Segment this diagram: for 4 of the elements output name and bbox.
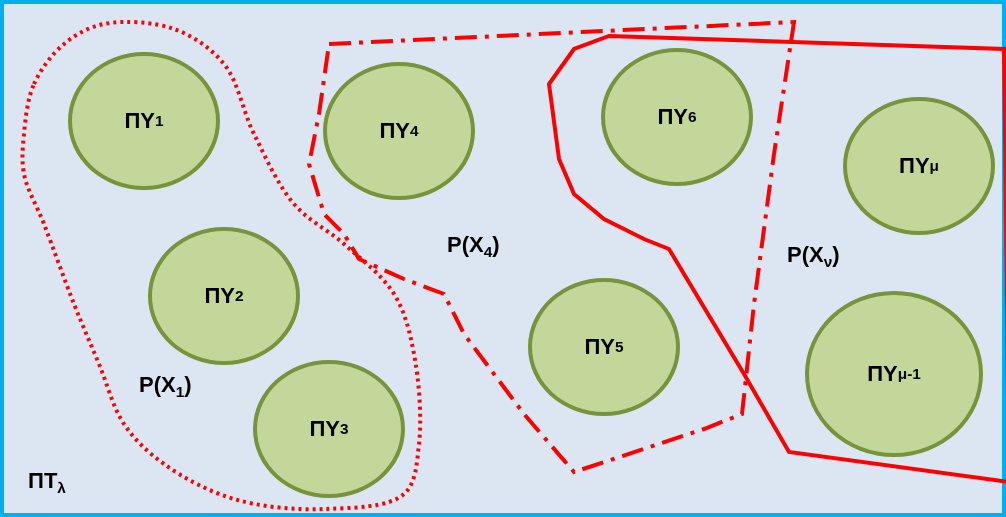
frame-label: ΠΤ$_{λ}$ [28, 468, 66, 498]
region-label: P(X$_{4}$) [447, 232, 500, 262]
region-label: P(X$_{ν}$) [787, 242, 840, 272]
region-label: P(X$_{1}$) [139, 372, 192, 402]
